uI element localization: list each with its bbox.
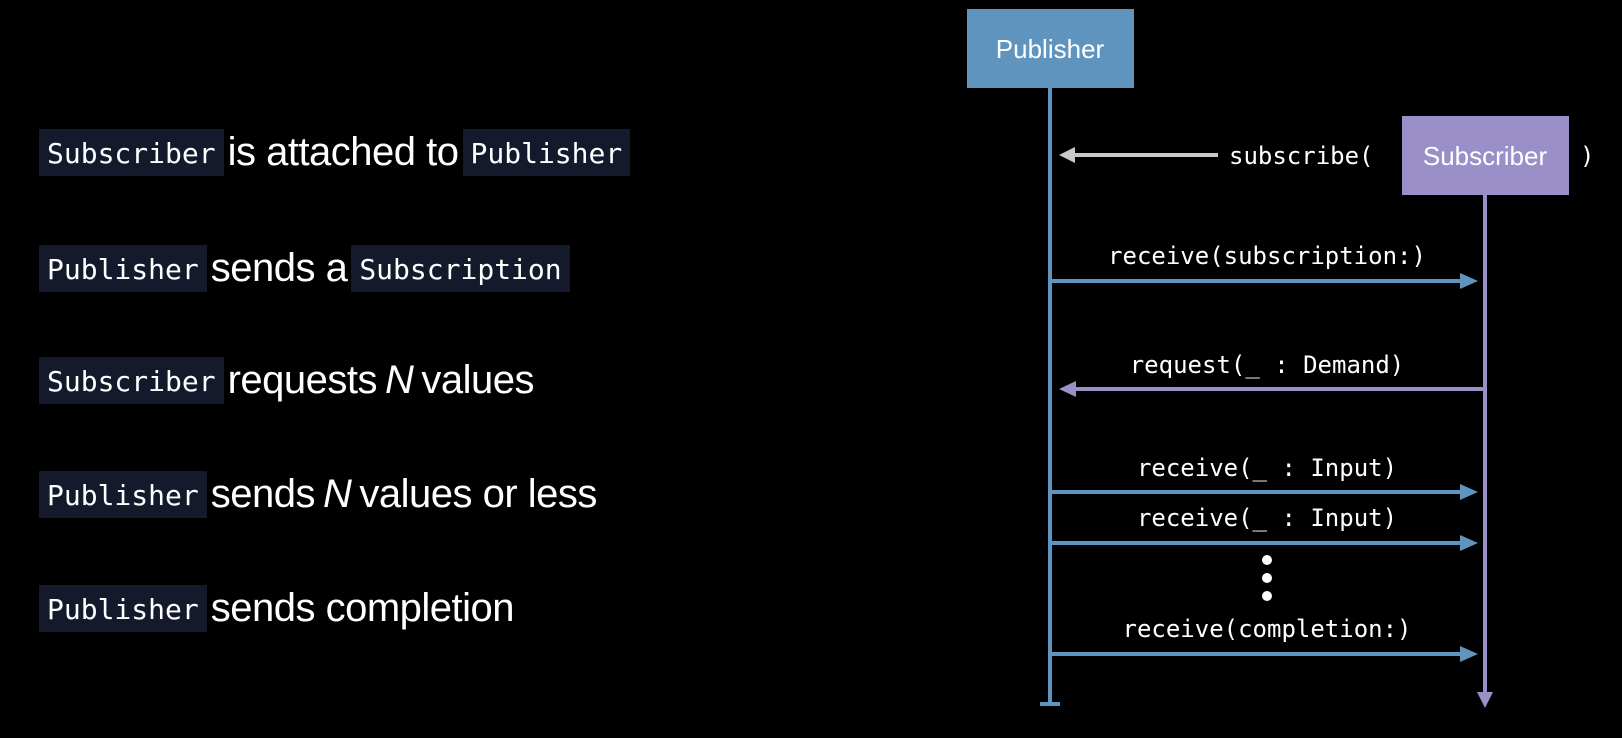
code-token: Publisher [462,129,631,176]
subscribe-arrowhead [1059,147,1075,163]
vertical-ellipsis [1262,555,1272,601]
italic-wrapper: N [381,358,417,403]
step-text: values [421,358,535,402]
code-token: Publisher [39,585,207,632]
subscribe-call-close: ) [1580,142,1594,170]
receive-input-1-arrowhead [1460,484,1478,500]
receive-input-2-arrowhead [1460,535,1478,551]
receive-completion-arrowhead [1460,646,1478,662]
code-token: Subscription [351,245,570,292]
code-token: Subscriber [39,129,224,176]
subscriber-box-label: Subscriber [1423,141,1548,171]
receive-subscription-arrowhead [1460,273,1478,289]
step-text: requests [227,358,378,402]
subscriber-lifeline-arrowhead [1477,692,1493,708]
receive-completion-label: receive(completion:) [1123,615,1412,643]
request-demand-arrowhead [1059,381,1076,397]
publisher-box [967,9,1134,88]
receive-subscription-label: receive(subscription:) [1108,242,1426,270]
step-text: is attached to [227,130,459,174]
receive-input-1-label: receive(_ : Input) [1137,454,1397,482]
publisher-box-label: Publisher [996,34,1105,64]
step-text: sends a [210,246,348,290]
italic-wrapper: N [319,472,355,517]
step-text: sends completion [210,586,515,630]
receive-input-2-label: receive(_ : Input) [1137,504,1397,532]
step-text: values or less [359,472,597,516]
italic-variable: N [385,358,414,402]
italic-variable: N [322,472,352,516]
step-text: sends [210,472,316,516]
code-token: Publisher [39,245,207,292]
code-token: Subscriber [39,357,224,404]
subscriber-box [1402,116,1569,195]
subscribe-call-open: subscribe( [1229,142,1374,170]
request-demand-label: request(_ : Demand) [1130,351,1405,379]
code-token: Publisher [39,471,207,518]
